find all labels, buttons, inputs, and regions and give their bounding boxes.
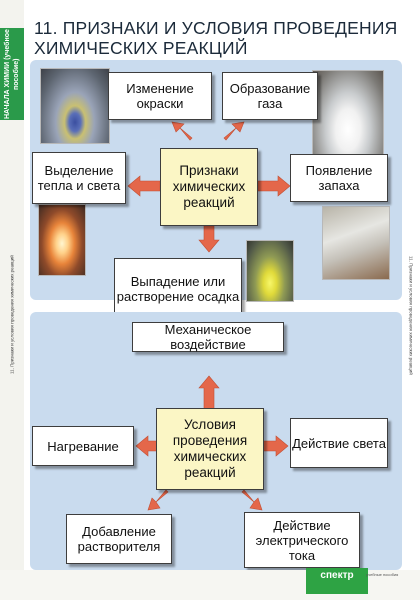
arrow-to-heat-light	[127, 175, 161, 197]
arrow-to-light	[261, 435, 289, 457]
heating-box: Нагревание	[32, 426, 134, 466]
publisher-caption: учебные пособия	[366, 572, 399, 577]
side-caption-right: 11. Признаки и условия проведения химиче…	[408, 255, 414, 375]
electric-box: Действие электрического тока	[244, 512, 360, 568]
flask-color-photo	[40, 68, 110, 144]
chemist-photo	[322, 206, 390, 280]
arrow-to-gas-formation	[223, 121, 245, 141]
flame-photo	[38, 204, 86, 276]
signs-center-box: Признаки химических реакций	[160, 148, 258, 226]
mechanical-box: Механическое воздействие	[132, 322, 284, 352]
arrow-to-precipitate	[198, 225, 220, 253]
arrow-to-color-change	[171, 121, 193, 141]
gas-formation-box: Образование газа	[222, 72, 318, 120]
light-box: Действие света	[290, 418, 388, 468]
smell-box: Появление запаха	[290, 154, 388, 202]
arrow-to-smell	[257, 175, 291, 197]
precipitate-box: Выпадение или растворение осадка	[114, 258, 242, 320]
publisher-logo: спектр	[306, 568, 368, 594]
color-change-box: Изменение окраски	[108, 72, 212, 120]
heat-light-box: Выделение тепла и света	[32, 152, 126, 204]
precipitate-flask-photo	[246, 240, 294, 302]
solvent-box: Добавление растворителя	[66, 514, 172, 564]
conditions-center-box: Условия проведения химических реакций	[156, 408, 264, 490]
page-title: 11. ПРИЗНАКИ И УСЛОВИЯ ПРОВЕДЕНИЯ ХИМИЧЕ…	[34, 18, 398, 58]
arrow-to-electric	[241, 489, 263, 511]
arrow-to-solvent	[147, 489, 169, 511]
